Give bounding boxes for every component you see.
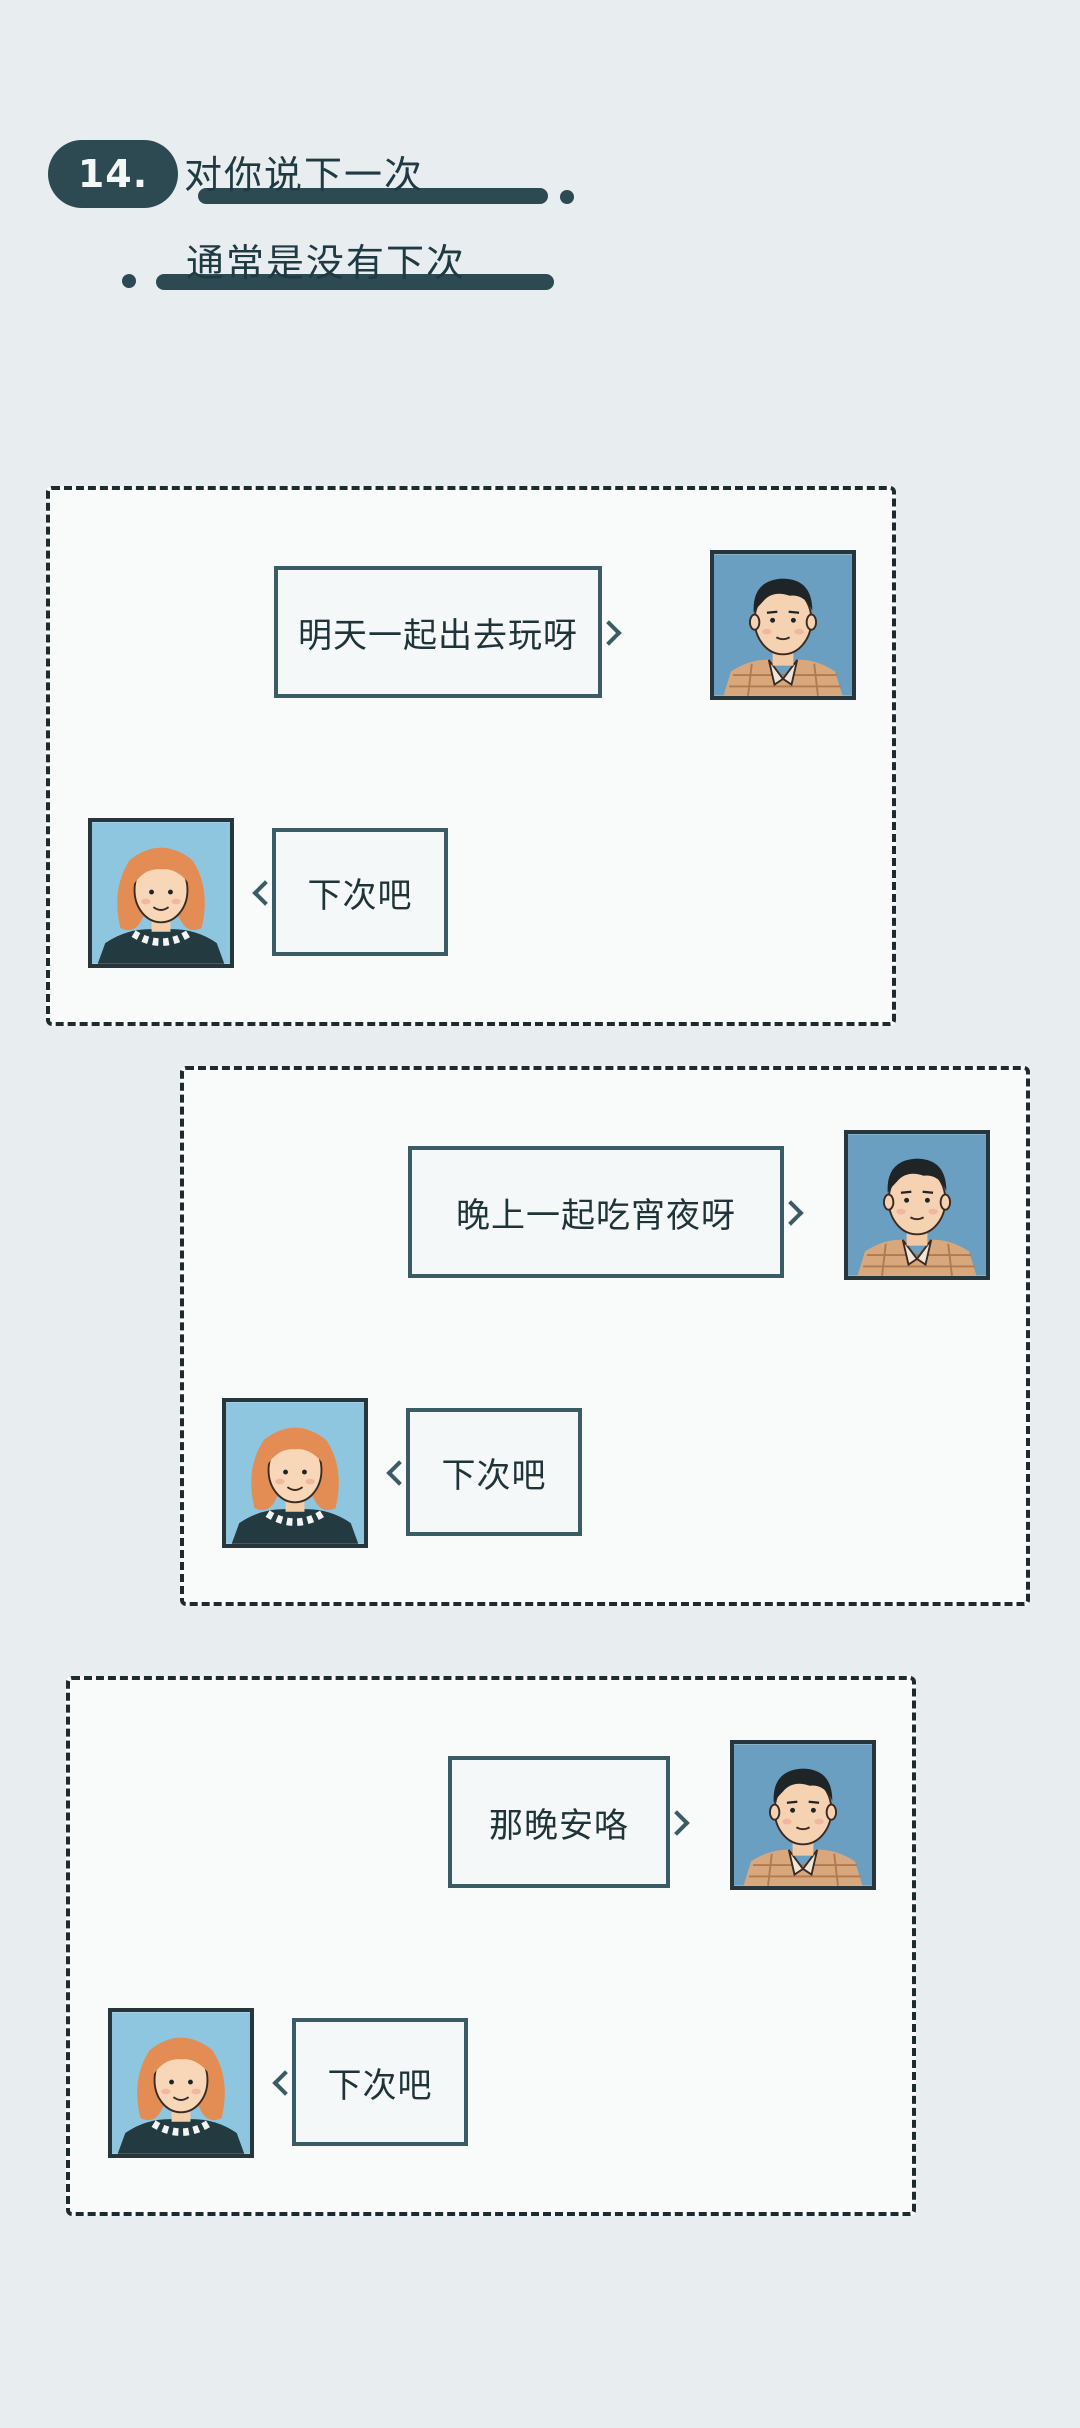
header-underline [198,188,548,204]
man-avatar-icon [730,1740,876,1890]
female-reply-text: 下次吧 [307,875,413,916]
female-reply-text: 下次吧 [441,1455,547,1496]
male-message-bubble: 明天一起出去玩呀 [274,566,602,698]
male-message-text: 明天一起出去玩呀 [298,615,578,656]
woman-avatar-icon [88,818,234,968]
header-line-1: 14. 对你说下一次 [48,132,574,222]
header-title-line-1: 对你说下一次 [184,153,425,197]
chat-panel-1: 明天一起出去玩呀 下次吧 [46,486,896,1026]
header-underline [156,274,554,290]
section-number-badge: 14. [48,140,178,208]
header-dot [560,190,574,204]
female-reply-bubble: 下次吧 [272,828,448,956]
male-message-bubble: 晚上一起吃宵夜呀 [408,1146,784,1278]
section-number: 14. [77,152,149,196]
man-avatar-icon [844,1130,990,1280]
header-line-2: 通常是没有下次 [118,228,558,298]
male-message-text: 晚上一起吃宵夜呀 [456,1195,736,1236]
female-reply-text: 下次吧 [327,2065,433,2106]
header-title-line-2: 通常是没有下次 [186,241,467,285]
male-message-text: 那晚安咯 [489,1805,629,1846]
man-avatar-icon [710,550,856,700]
male-message-bubble: 那晚安咯 [448,1756,670,1888]
female-reply-bubble: 下次吧 [406,1408,582,1536]
female-reply-bubble: 下次吧 [292,2018,468,2146]
woman-avatar-icon [222,1398,368,1548]
woman-avatar-icon [108,2008,254,2158]
chat-panel-2: 晚上一起吃宵夜呀 下次吧 [180,1066,1030,1606]
chat-panel-3: 那晚安咯 下次吧 [66,1676,916,2216]
header-dot [122,274,136,288]
